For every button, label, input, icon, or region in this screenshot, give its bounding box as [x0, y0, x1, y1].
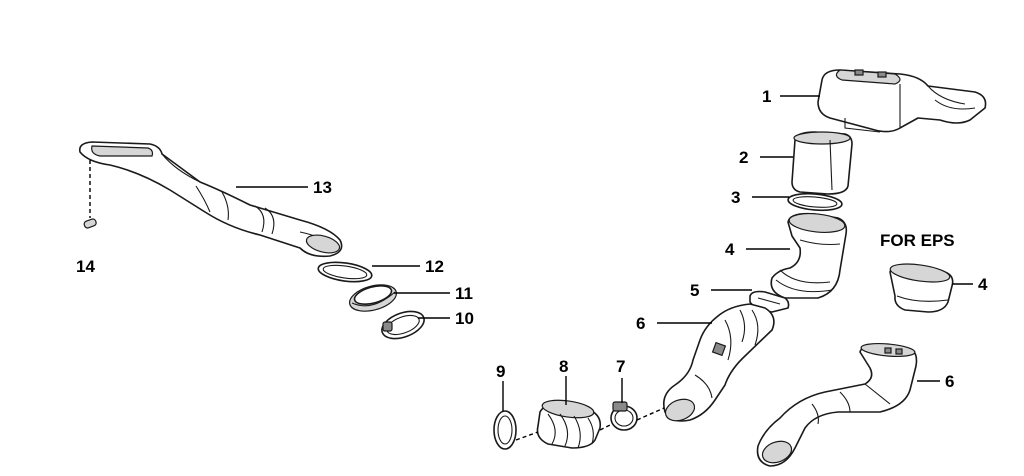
callout-13: 13: [313, 178, 332, 197]
part-2-sleeve: [791, 131, 853, 195]
part-9-ring: [493, 410, 517, 450]
callout-4-eps: 4: [978, 275, 988, 294]
part-8-coupler: [536, 399, 602, 449]
callout-7: 7: [616, 357, 625, 376]
callout-6: 6: [636, 314, 645, 333]
part-4-eps-boot: [889, 263, 954, 313]
part-11-adapter: [349, 284, 397, 312]
part-7-clamp: [610, 401, 638, 431]
part-14-screw: [83, 160, 97, 229]
callout-10: 10: [455, 309, 474, 328]
callout-2: 2: [739, 148, 748, 167]
part-12-gasket: [317, 261, 373, 283]
callout-1: 1: [762, 87, 771, 106]
callout-5: 5: [690, 281, 699, 300]
part-1-filter-housing: [817, 69, 987, 133]
callout-12: 12: [425, 257, 444, 276]
callout-6-eps: 6: [945, 372, 954, 391]
callout-9: 9: [496, 362, 505, 381]
callout-8: 8: [559, 357, 568, 376]
assembly-line: [515, 407, 665, 441]
part-13-intake-duct: [78, 141, 343, 258]
callout-11: 11: [455, 284, 473, 303]
part-6-eps-hose: [756, 342, 918, 467]
part-3-gasket: [787, 192, 843, 212]
variant-note-eps: FOR EPS: [880, 231, 955, 250]
callout-4: 4: [725, 240, 735, 259]
callout-14: 14: [76, 257, 95, 276]
callout-3: 3: [731, 188, 740, 207]
part-4-elbow-boot: [770, 212, 848, 299]
leader-lines: [236, 95, 973, 411]
part-10-clamp: [381, 310, 425, 340]
part-6-hose: [662, 303, 775, 422]
